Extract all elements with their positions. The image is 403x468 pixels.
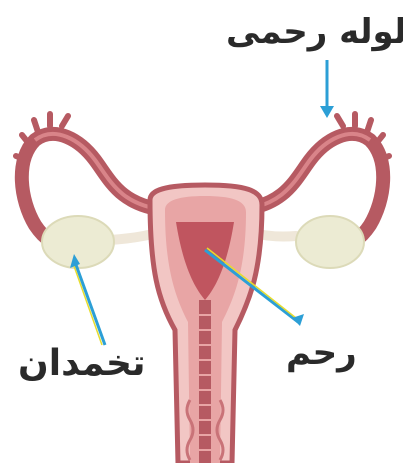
ovary-pointer: [75, 262, 105, 345]
left-ovary: [42, 216, 114, 268]
uterus-label: رحم: [286, 333, 357, 373]
ovary-label: تخمدان: [18, 343, 145, 384]
fallopian-tube-label: لوله رحمی: [226, 12, 403, 52]
right-ovary: [296, 216, 364, 268]
